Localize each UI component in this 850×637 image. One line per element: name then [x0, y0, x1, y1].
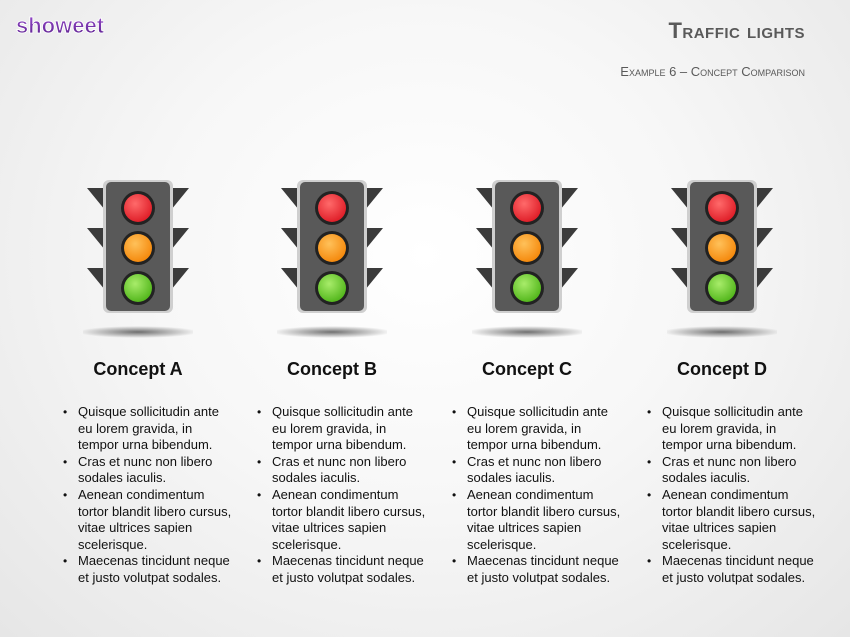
concept-title: Concept A	[93, 359, 183, 379]
list-item: Cras et nunc non libero sodales iaculis.	[63, 454, 233, 487]
bullet-list: Quisque sollicitudin ante eu lorem gravi…	[63, 404, 233, 587]
logo-text: showeet	[16, 13, 105, 38]
traffic-light-icon	[472, 180, 582, 338]
list-item: Quisque sollicitudin ante eu lorem gravi…	[647, 404, 817, 454]
list-item: Quisque sollicitudin ante eu lorem gravi…	[63, 404, 233, 454]
list-item: Aenean condimentum tortor blandit libero…	[257, 487, 427, 553]
concept-title: Concept B	[287, 359, 377, 379]
concept-column-b: Concept B Quisque sollicitudin ante eu l…	[237, 170, 427, 585]
list-item: Quisque sollicitudin ante eu lorem gravi…	[257, 404, 427, 454]
list-item: Maecenas tincidunt neque et justo volutp…	[647, 553, 817, 586]
concept-title: Concept D	[677, 359, 767, 379]
list-item: Maecenas tincidunt neque et justo volutp…	[452, 553, 622, 586]
page-subtitle: Example 6 – Concept Comparison	[620, 64, 805, 79]
showeet-logo: showeet	[16, 13, 105, 39]
list-item: Quisque sollicitudin ante eu lorem gravi…	[452, 404, 622, 454]
page-title: Traffic lights	[668, 18, 805, 43]
list-item: Cras et nunc non libero sodales iaculis.	[647, 454, 817, 487]
list-item: Aenean condimentum tortor blandit libero…	[647, 487, 817, 553]
list-item: Maecenas tincidunt neque et justo volutp…	[63, 553, 233, 586]
list-item: Aenean condimentum tortor blandit libero…	[452, 487, 622, 553]
traffic-light-icon	[277, 180, 387, 338]
concept-column-a: Concept A Quisque sollicitudin ante eu l…	[43, 170, 233, 585]
bullet-list: Quisque sollicitudin ante eu lorem gravi…	[647, 404, 817, 587]
concept-title: Concept C	[482, 359, 572, 379]
list-item: Maecenas tincidunt neque et justo volutp…	[257, 553, 427, 586]
list-item: Aenean condimentum tortor blandit libero…	[63, 487, 233, 553]
list-item: Cras et nunc non libero sodales iaculis.	[452, 454, 622, 487]
concept-column-c: Concept C Quisque sollicitudin ante eu l…	[432, 170, 622, 585]
list-item: Cras et nunc non libero sodales iaculis.	[257, 454, 427, 487]
concept-column-d: Concept D Quisque sollicitudin ante eu l…	[627, 170, 817, 585]
bullet-list: Quisque sollicitudin ante eu lorem gravi…	[257, 404, 427, 587]
traffic-light-icon	[667, 180, 777, 338]
bullet-list: Quisque sollicitudin ante eu lorem gravi…	[452, 404, 622, 587]
traffic-light-icon	[83, 180, 193, 338]
